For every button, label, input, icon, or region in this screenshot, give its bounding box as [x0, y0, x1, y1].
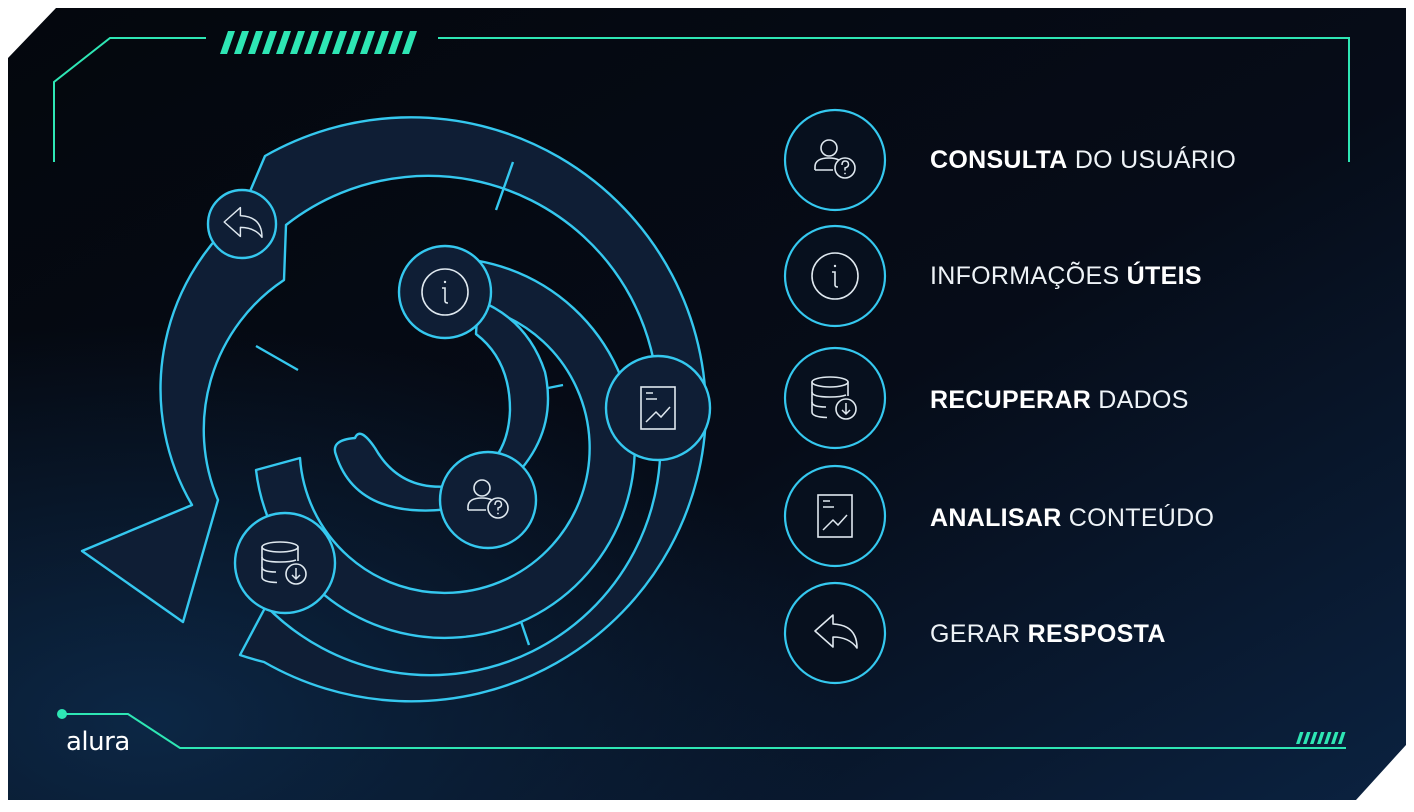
hatch-stripe: [346, 31, 361, 54]
legend-item-user-query: CONSULTA DO USUÁRIO: [784, 144, 1384, 250]
legend-label-normal: DO USUÁRIO: [1067, 146, 1237, 174]
legend-label-bold: RESPOSTA: [1027, 620, 1166, 648]
legend-label: CONSULTA DO USUÁRIO: [930, 146, 1236, 175]
hatch-stripe: [360, 31, 375, 54]
hatch-stripe: [374, 31, 389, 54]
legend-label: GERAR RESPOSTA: [930, 620, 1166, 649]
hatch-stripe: [1324, 732, 1332, 744]
chart-badge: [604, 354, 712, 462]
hatch-stripe: [220, 31, 235, 54]
top-frame-line-right: [438, 37, 1350, 162]
legend-label-bold: ANALISAR: [930, 504, 1062, 532]
hatch-stripe: [1338, 732, 1346, 744]
legend-item-reply-arrow: GERAR RESPOSTA: [784, 618, 1384, 724]
hatch-stripe: [1303, 732, 1311, 744]
legend-icon-user-query: [783, 108, 887, 212]
hatch-stripe: [318, 31, 333, 54]
legend-label-bold: CONSULTA: [930, 146, 1068, 174]
legend-label-normal: GERAR: [930, 620, 1028, 648]
hatch-stripe: [262, 31, 277, 54]
top-frame-line-left: [53, 37, 206, 162]
legend-item-chart: ANALISAR CONTEÚDO: [784, 502, 1384, 608]
legend-icon-chart: [783, 464, 887, 568]
legend-icon-info: [783, 224, 887, 328]
user-query-badge: [438, 450, 538, 550]
hatch-stripe: [276, 31, 291, 54]
hatch-stripe: [332, 31, 347, 54]
hatch-stripe: [234, 31, 249, 54]
legend-label-bold: ÚTEIS: [1126, 262, 1202, 290]
hatch-stripe: [388, 31, 403, 54]
hatch-stripe: [304, 31, 319, 54]
hatch-stripe: [1310, 732, 1318, 744]
legend-icon-reply-arrow: [783, 581, 887, 685]
hatch-stripe: [1296, 732, 1304, 744]
bottom-frame-line: [62, 713, 1346, 749]
legend-label-normal: CONTEÚDO: [1061, 504, 1215, 532]
bottom-hatch-decoration: [1296, 732, 1346, 744]
legend-label: RECUPERAR DADOS: [930, 386, 1189, 415]
legend-label-normal: DADOS: [1091, 386, 1189, 414]
hatch-stripe: [402, 31, 417, 54]
reply-arrow-badge: [206, 188, 278, 260]
top-hatch-decoration: [220, 31, 417, 54]
legend-label: INFORMAÇÕES ÚTEIS: [930, 262, 1202, 291]
database-download-badge: [233, 511, 337, 615]
legend-label: ANALISAR CONTEÚDO: [930, 504, 1214, 533]
hatch-stripe: [290, 31, 305, 54]
legend-label-normal: INFORMAÇÕES: [930, 262, 1127, 290]
hatch-stripe: [248, 31, 263, 54]
cycle-badges: [206, 188, 712, 615]
legend-icons: [783, 108, 887, 685]
legend-item-info: INFORMAÇÕES ÚTEIS: [784, 260, 1384, 366]
legend-item-database-download: RECUPERAR DADOS: [784, 384, 1384, 490]
outer-cycle-ring: [238, 410, 708, 703]
hatch-stripe: [1331, 732, 1339, 744]
legend-icon-database-download: [783, 346, 887, 450]
info-badge: [397, 244, 493, 340]
hatch-stripe: [1317, 732, 1325, 744]
brand-logo: alura: [66, 727, 130, 757]
legend-label-bold: RECUPERAR: [930, 386, 1092, 414]
